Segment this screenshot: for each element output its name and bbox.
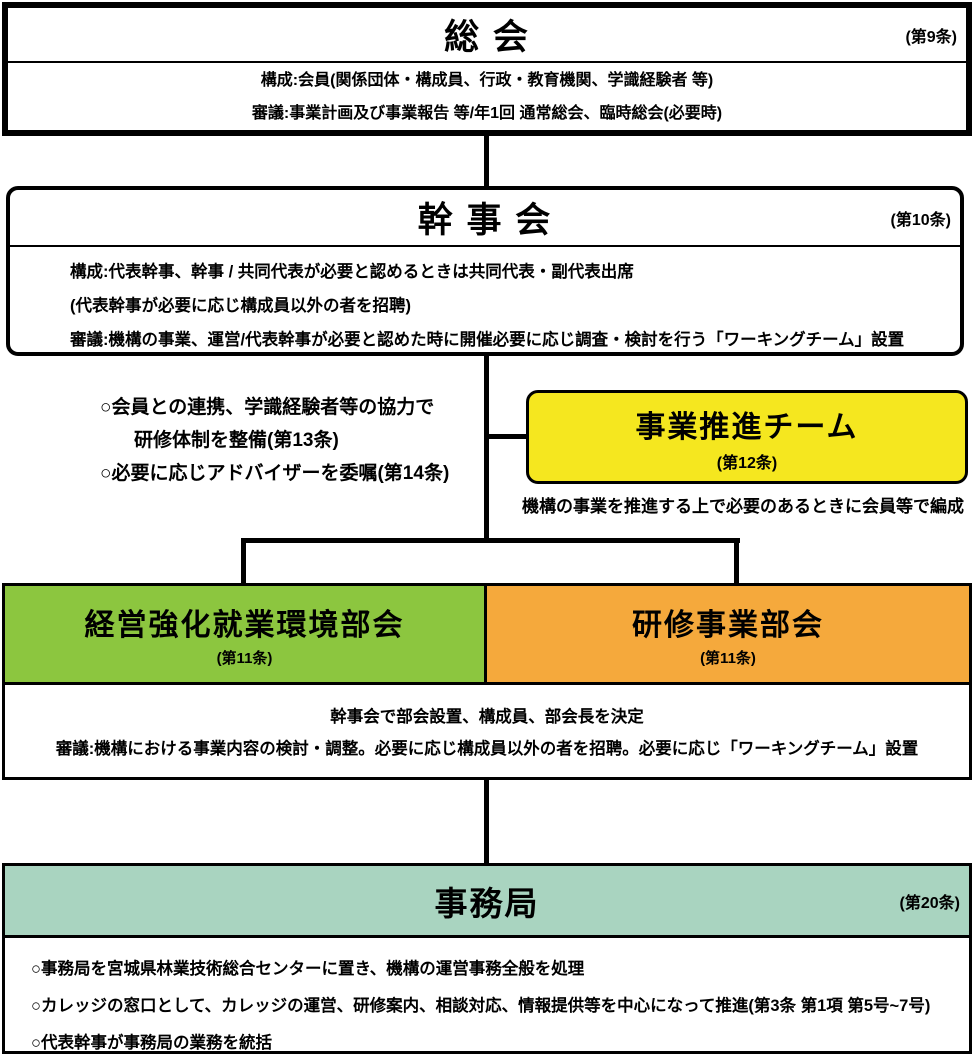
kanjikai-header: 幹 事 会 (第10条) [10,190,960,247]
connector-branch-right [734,538,739,585]
soukai-title: 総 会 [444,18,530,57]
connector-bukai-jimukyoku [484,778,489,865]
advisor-note: ○会員との連携、学識経験者等の協力で 研修体制を整備(第13条) ○必要に応じア… [100,391,530,490]
advisor-note-line-2: 研修体制を整備(第13条) [134,430,339,451]
bukai-body: 幹事会で部会設置、構成員、部会長を決定 審議:機構における事業内容の検討・調整。… [5,682,969,777]
bukai-box: 経営強化就業環境部会 (第11条) 研修事業部会 (第11条) 幹事会で部会設置… [2,583,972,780]
suishin-team-article: (第12条) [716,454,778,472]
suishin-team-title: 事業推進チーム [635,410,859,444]
jimukyoku-article: (第20条) [899,894,960,912]
soukai-article: (第9条) [905,28,957,46]
advisor-note-line-3: ○必要に応じアドバイザーを委嘱(第14条) [100,463,450,484]
kanjikai-body: 構成:代表幹事、幹事 / 共同代表が必要と認めるときは共同代表・副代表出席 (代… [10,247,960,357]
connector-kanjikai-branch [484,354,489,543]
bukai-line-kettei: 幹事会で部会設置、構成員、部会長を決定 [330,708,644,726]
keiei-bukai-article: (第11条) [216,650,273,667]
jimukyoku-line-2: ○カレッジの窓口として、カレッジの運営、研修案内、相談対応、情報提供等を中心にな… [31,997,931,1015]
jimukyoku-box: 事務局 (第20条) ○事務局を宮城県林業技術総合センターに置き、機構の運営事務… [2,863,972,1054]
bukai-header: 経営強化就業環境部会 (第11条) 研修事業部会 (第11条) [5,586,969,682]
jimukyoku-line-1: ○事務局を宮城県林業技術総合センターに置き、機構の運営事務全般を処理 [31,960,585,978]
jimukyoku-header: 事務局 (第20条) [5,866,969,938]
suishin-team-box: 事業推進チーム (第12条) [526,390,968,484]
jimukyoku-body: ○事務局を宮城県林業技術総合センターに置き、機構の運営事務全般を処理 ○カレッジ… [5,938,969,1058]
kenshu-bukai-cell: 研修事業部会 (第11条) [487,586,969,682]
soukai-body: 構成:会員(関係団体・構成員、行政・教育機関、学識経験者 等) 審議:事業計画及… [8,63,966,126]
soukai-line-kousei: 構成:会員(関係団体・構成員、行政・教育機関、学識経験者 等) [260,72,714,89]
connector-branch-left [241,538,246,585]
kanjikai-article: (第10条) [890,211,951,229]
kanjikai-line-kousei: 構成:代表幹事、幹事 / 共同代表が必要と認めるときは共同代表・副代表出席 [70,263,634,281]
kanjikai-line-shouhei: (代表幹事が必要に応じ構成員以外の者を招聘) [70,297,411,315]
soukai-line-shingi: 審議:事業計画及び事業報告 等/年1回 通常総会、臨時総会(必要時) [251,105,723,122]
kanjikai-box: 幹 事 会 (第10条) 構成:代表幹事、幹事 / 共同代表が必要と認めるときは… [6,186,964,356]
advisor-note-line-1: ○会員との連携、学識経験者等の協力で [100,397,435,418]
suishin-team-caption: 機構の事業を推進する上で必要のあるときに会員等で編成 [522,497,964,516]
connector-branch-horizontal [241,538,740,543]
kenshu-bukai-article: (第11条) [700,650,756,667]
jimukyoku-line-3: ○代表幹事が事務局の業務を統括 [31,1034,272,1052]
keiei-bukai-title: 経営強化就業環境部会 [84,609,405,642]
kanjikai-title: 幹 事 会 [417,201,553,240]
connector-suishin-stub [486,434,528,439]
soukai-header: 総 会 (第9条) [8,8,966,63]
jimukyoku-title: 事務局 [434,884,540,922]
connector-soukai-kanjikai [484,136,489,187]
keiei-bukai-cell: 経営強化就業環境部会 (第11条) [5,586,487,682]
kanjikai-line-shingi: 審議:機構の事業、運営/代表幹事が必要と認めた時に開催必要に応じ調査・検討を行う… [70,331,905,349]
bukai-line-shingi: 審議:機構における事業内容の検討・調整。必要に応じ構成員以外の者を招聘。必要に応… [55,740,919,758]
soukai-box: 総 会 (第9条) 構成:会員(関係団体・構成員、行政・教育機関、学識経験者 等… [2,2,972,136]
kenshu-bukai-title: 研修事業部会 [632,609,824,642]
